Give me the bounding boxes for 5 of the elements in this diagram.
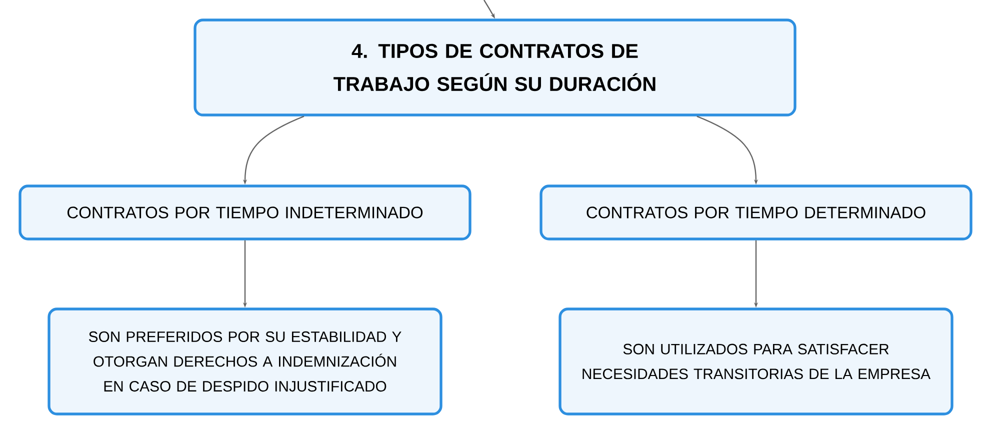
topic-box: SON UTILIZADOS PARA SATISFACER NECESIDADES TRANSITORIAS DE LA EMPRESA — [558, 308, 954, 416]
topic-box: CONTRATOS POR TIEMPO INDETERMINADO — [18, 184, 472, 240]
topic-box: 4. TIPOS DE CONTRATOS DE TRABAJO SEGÚN SU DURACIÓN — [194, 18, 796, 116]
topic-box: SON PREFERIDOS POR SU ESTABILIDAD Y OTORGAN DERECHOS A INDEMNIZACIÓN EN CASO DE DESPIDO INJUSTIFICADO — [48, 308, 442, 416]
topic-box: CONTRATOS POR TIEMPO DETERMINADO — [540, 184, 972, 240]
